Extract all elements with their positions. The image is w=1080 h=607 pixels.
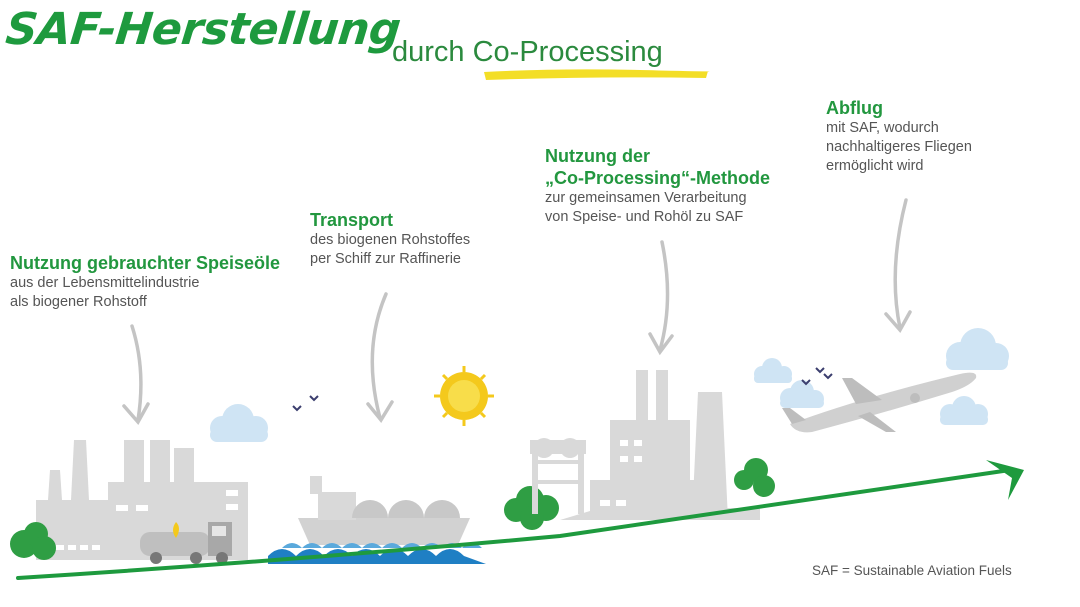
arrow-icon bbox=[884, 198, 912, 334]
ship-icon bbox=[298, 476, 470, 545]
step-desc-line: zur gemeinsamen Verarbeitung bbox=[545, 190, 747, 206]
subtitle-prefix: durch bbox=[392, 36, 465, 68]
step-desc-line: von Speise- und Rohöl zu SAF bbox=[545, 209, 744, 225]
step-heading: Abflug bbox=[826, 98, 883, 118]
cloud-icon bbox=[946, 328, 1009, 370]
highlight-underline bbox=[484, 69, 710, 80]
step-heading: Nutzung gebrauchter Speiseöle bbox=[10, 253, 281, 273]
step-desc-line: als biogener Rohstoff bbox=[10, 294, 147, 310]
arrow-icon bbox=[16, 460, 1024, 580]
tree-icon bbox=[734, 458, 775, 497]
tree-icon bbox=[10, 522, 56, 560]
step-desc-line: des biogenen Rohstoffes bbox=[310, 232, 471, 248]
step-desc-line: aus der Lebensmittelindustrie bbox=[10, 275, 200, 291]
step-desc-line: nachhaltigeres Fliegen bbox=[826, 139, 972, 155]
footnote: SAF = Sustainable Aviation Fuels bbox=[812, 563, 1012, 578]
step-desc-line: per Schiff zur Raffinerie bbox=[310, 251, 461, 267]
step-heading: „Co-Processing“-Methode bbox=[545, 168, 771, 188]
cloud-icon bbox=[754, 358, 792, 383]
step-desc-line: ermöglicht wird bbox=[826, 158, 924, 174]
cloud-icon bbox=[780, 380, 824, 408]
step-used-cooking-oil: Nutzung gebrauchter Speiseöle aus der Le… bbox=[10, 252, 280, 312]
cloud-icon bbox=[210, 404, 268, 442]
subtitle-highlight: Co-Processing bbox=[472, 36, 663, 68]
page-subtitle: durch Co-Processing bbox=[392, 36, 663, 69]
step-co-processing: Nutzung der „Co-Processing“-Methode zur … bbox=[545, 145, 770, 227]
refinery-icon bbox=[530, 370, 760, 520]
arrow-icon bbox=[122, 324, 150, 426]
arrow-icon bbox=[366, 292, 394, 424]
step-transport: Transport des biogenen Rohstoffes per Sc… bbox=[310, 209, 470, 269]
arrow-icon bbox=[648, 240, 674, 356]
cloud-icon bbox=[940, 396, 988, 425]
airplane-icon bbox=[782, 372, 977, 433]
step-desc-line: mit SAF, wodurch bbox=[826, 120, 939, 136]
bird-icon bbox=[292, 367, 833, 412]
tree-icon bbox=[504, 486, 559, 530]
step-heading: Transport bbox=[310, 210, 394, 230]
tanker-truck-icon bbox=[140, 522, 232, 564]
sun-icon bbox=[434, 366, 494, 426]
step-heading: Nutzung der bbox=[545, 146, 650, 166]
step-takeoff: Abflug mit SAF, wodurch nachhaltigeres F… bbox=[826, 97, 972, 176]
factory-icon bbox=[36, 440, 248, 560]
